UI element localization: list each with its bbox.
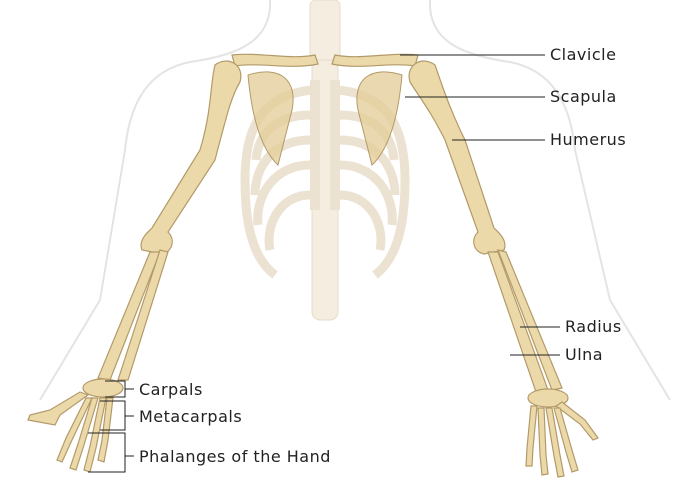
ulna-left: [117, 249, 169, 381]
radius-right: [487, 251, 549, 393]
clavicle-left: [231, 53, 319, 67]
scapula-right: [356, 71, 403, 166]
label-radius: Radius: [565, 317, 622, 336]
scapula-left: [247, 71, 294, 166]
clavicle-right: [331, 53, 419, 67]
hand-right: [525, 388, 599, 478]
body-silhouette: [39, 0, 671, 401]
humerus-right: [408, 60, 506, 255]
label-humerus: Humerus: [550, 130, 627, 149]
label-carpals: Carpals: [139, 380, 203, 399]
label-clavicle: Clavicle: [550, 45, 617, 64]
hand-left: [27, 378, 124, 473]
humerus-left: [140, 60, 242, 255]
label-ulna: Ulna: [565, 345, 604, 364]
label-scapula: Scapula: [550, 87, 617, 106]
leader-lines: [88, 54, 560, 473]
label-metacarpals: Metacarpals: [139, 407, 243, 426]
label-phalanges: Phalanges of the Hand: [139, 447, 331, 466]
